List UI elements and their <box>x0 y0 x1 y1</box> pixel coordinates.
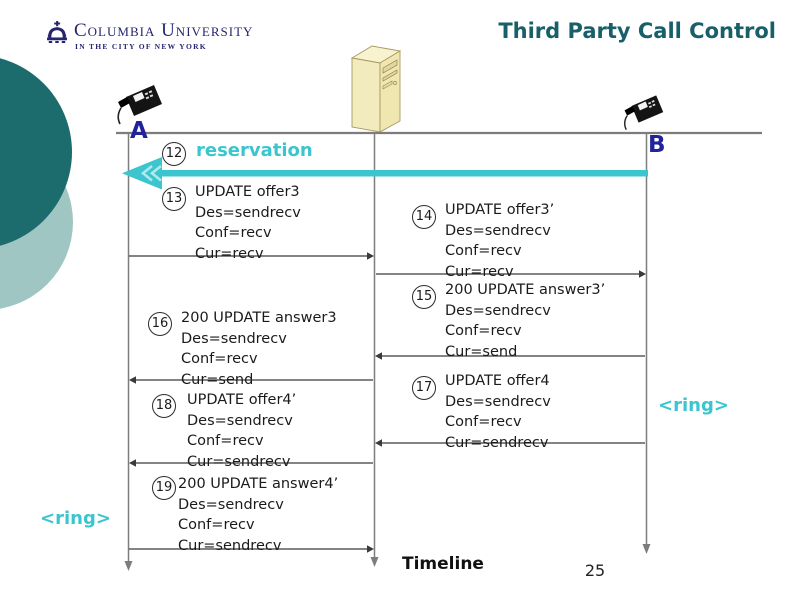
phone-icon <box>117 85 162 125</box>
page-number: 25 <box>584 561 606 580</box>
slide-title: Third Party Call Control <box>498 19 776 43</box>
step-number-13: 13 <box>162 187 186 211</box>
lifeline-a-arrowhead <box>124 561 133 571</box>
message-line: Des=sendrecv <box>445 393 551 410</box>
endpoint-a-label: A <box>130 118 148 144</box>
message-line: Cur=send <box>181 371 254 388</box>
step-number-19: 19 <box>152 476 176 500</box>
phone-icon <box>624 95 664 131</box>
message-line: Conf=recv <box>445 414 522 430</box>
message-line: Cur=recv <box>195 245 264 262</box>
message-line: Conf=recv <box>195 225 272 241</box>
lifeline-b-arrowhead <box>642 544 651 554</box>
message-line: Conf=recv <box>445 323 522 339</box>
arrow-15-head <box>375 352 382 360</box>
message-line: 200 UPDATE answer4’ <box>178 476 339 492</box>
message-14-text: UPDATE offer3’ Des=sendrecv Conf=recv Cu… <box>445 200 554 282</box>
reservation-label: reservation <box>196 140 313 161</box>
message-line: Conf=recv <box>187 433 264 449</box>
message-18-text: UPDATE offer4’ Des=sendrecv Conf=recv Cu… <box>187 390 296 472</box>
message-15-text: 200 UPDATE answer3’ Des=sendrecv Conf=re… <box>445 280 605 362</box>
message-line: Conf=recv <box>445 243 522 259</box>
message-line: Cur=send <box>445 343 518 360</box>
message-line: Des=sendrecv <box>445 222 551 239</box>
arrow-14-head <box>639 270 646 278</box>
arrow-16-head <box>129 376 136 384</box>
message-line: Des=sendrecv <box>178 496 284 513</box>
step-number-18: 18 <box>152 394 176 418</box>
endpoint-b-label: B <box>648 132 666 158</box>
message-line: UPDATE offer3 <box>195 184 300 200</box>
message-13-text: UPDATE offer3 Des=sendrecv Conf=recv Cur… <box>195 182 301 264</box>
message-line: 200 UPDATE answer3’ <box>445 282 606 298</box>
arrow-18-head <box>129 459 136 467</box>
message-line: Cur=sendrecv <box>445 434 549 451</box>
reservation-arrow <box>122 157 648 190</box>
step-number-14: 14 <box>412 205 436 229</box>
step-number-12: 12 <box>162 142 186 166</box>
logo-tagline: IN THE CITY OF NEW YORK <box>75 42 207 51</box>
step-number-15: 15 <box>412 285 436 309</box>
lifeline-controller-arrowhead <box>370 557 379 567</box>
step-number-17: 17 <box>412 376 436 400</box>
message-line: Cur=sendrecv <box>187 453 291 470</box>
message-line: Des=sendrecv <box>181 330 287 347</box>
timeline-label: Timeline <box>402 554 484 574</box>
message-line: Cur=sendrecv <box>178 537 282 554</box>
message-line: UPDATE offer4 <box>445 373 550 389</box>
ring-annotation-right: <ring> <box>658 395 729 416</box>
arrow-13-head <box>367 252 374 260</box>
message-line: Cur=recv <box>445 263 514 280</box>
message-19-text: 200 UPDATE answer4’ Des=sendrecv Conf=re… <box>178 474 338 556</box>
message-line: UPDATE offer4’ <box>187 392 297 408</box>
message-line: UPDATE offer3’ <box>445 202 555 218</box>
message-17-text: UPDATE offer4 Des=sendrecv Conf=recv Cur… <box>445 371 551 453</box>
step-number-16: 16 <box>148 312 172 336</box>
message-line: Conf=recv <box>178 517 255 533</box>
ring-annotation-left: <ring> <box>40 508 111 529</box>
arrow-17-head <box>375 439 382 447</box>
message-line: Des=sendrecv <box>187 412 293 429</box>
message-line: Des=sendrecv <box>195 204 301 221</box>
crown-icon <box>47 21 67 44</box>
message-line: 200 UPDATE answer3 <box>181 310 337 326</box>
message-line: Conf=recv <box>181 351 258 367</box>
message-16-text: 200 UPDATE answer3 Des=sendrecv Conf=rec… <box>181 308 337 390</box>
message-line: Des=sendrecv <box>445 302 551 319</box>
logo-name: Columbia University <box>74 20 254 41</box>
arrow-19-head <box>367 545 374 553</box>
